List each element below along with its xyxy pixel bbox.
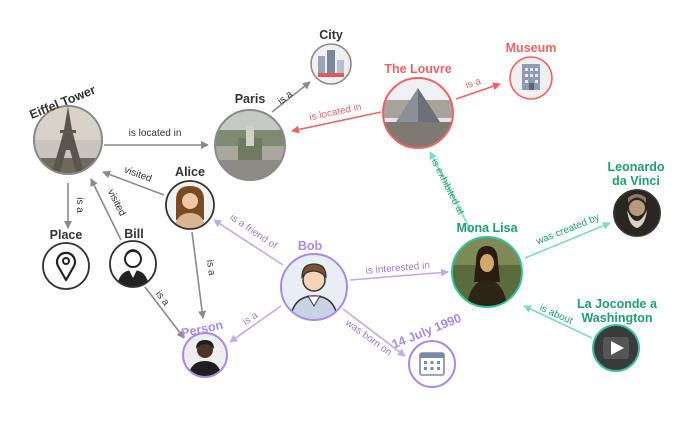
node-label-bill: Bill <box>124 227 143 241</box>
edge-label-mona-leonardo: was created by <box>534 212 601 248</box>
node-label-bob: Bob <box>298 239 323 253</box>
edge-bob-alice: is a friend of <box>213 212 284 266</box>
edge-label-eiffel-place: is a <box>74 197 85 213</box>
node-paris[interactable]: Paris <box>212 92 292 190</box>
node-city[interactable]: City <box>310 28 352 85</box>
node-label-joconde-line1: La Joconde a <box>577 297 658 311</box>
man-avatar <box>110 241 156 287</box>
node-leonardo[interactable]: Leonardo da Vinci <box>608 160 665 237</box>
edge-eiffel-place: is a <box>64 183 85 229</box>
edge-label-louvre-paris: is located in <box>309 102 363 124</box>
node-louvre[interactable]: The Louvre <box>380 62 460 156</box>
edge-label-alice-person: is a <box>204 259 217 276</box>
museum-building-icon <box>522 64 540 90</box>
edge-label-joconde-mona: is about <box>538 303 575 327</box>
edge-paris-city: is a <box>271 81 311 113</box>
node-label-joconde-line2: Washington <box>581 311 652 325</box>
edge-bob-person: is a <box>229 305 282 343</box>
leonardo-portrait <box>614 190 660 236</box>
edge-label-bill-person: is a <box>153 289 171 308</box>
edge-mona-leonardo: was created by <box>524 212 611 259</box>
edge-label-eiffel-paris: is located in <box>129 128 182 139</box>
node-label-museum: Museum <box>506 41 557 55</box>
node-label-leonardo-line1: Leonardo <box>608 160 665 174</box>
woman-avatar <box>166 181 214 229</box>
node-alice[interactable]: Alice <box>165 165 215 230</box>
louvre-pyramid-photo <box>383 78 453 148</box>
edge-bob-mona: is interested in <box>349 260 449 281</box>
video-play-icon <box>603 337 629 359</box>
edge-louvre-paris: is located in <box>291 102 382 134</box>
node-place[interactable]: Place <box>42 228 90 290</box>
eiffel-tower-photo <box>34 106 102 174</box>
edge-label-louvre-museum: is a <box>464 76 483 91</box>
city-buildings-icon <box>318 50 344 77</box>
edge-label-mona-louvre: is exhibited at <box>428 157 466 217</box>
paris-aerial-photo <box>215 110 285 180</box>
node-label-louvre: The Louvre <box>384 62 451 76</box>
node-label-place: Place <box>50 228 83 242</box>
node-museum[interactable]: Museum <box>506 41 557 100</box>
calendar-icon <box>419 352 445 376</box>
node-bill[interactable]: Bill <box>109 227 157 288</box>
node-person[interactable]: Person <box>180 318 228 378</box>
man-avatar <box>281 254 347 320</box>
node-label-city: City <box>319 28 343 42</box>
node-label-alice: Alice <box>175 165 205 179</box>
mona-lisa-painting <box>452 237 522 307</box>
edge-louvre-museum: is a <box>455 76 501 100</box>
node-joconde[interactable]: La Joconde a Washington <box>577 297 658 372</box>
node-date[interactable]: 14 July 1990 <box>390 311 464 388</box>
map-pin-icon <box>55 251 77 282</box>
edge-bill-person: is a <box>144 286 185 339</box>
node-label-paris: Paris <box>235 92 266 106</box>
edge-alice-person: is a <box>191 231 217 319</box>
person-avatar <box>183 333 227 377</box>
node-mona-lisa[interactable]: Mona Lisa <box>450 221 526 311</box>
node-label-mona-lisa: Mona Lisa <box>456 221 518 235</box>
node-label-leonardo-line2: da Vinci <box>612 174 660 188</box>
node-bob[interactable]: Bob <box>280 239 348 322</box>
edge-bill-eiffel: visited <box>90 178 128 241</box>
edge-eiffel-paris: is located in <box>104 128 209 149</box>
edge-label-bob-person: is a <box>241 310 260 328</box>
edge-label-bob-date: was born on <box>342 317 393 359</box>
edge-label-paris-city: is a <box>276 89 295 108</box>
node-eiffel-tower[interactable]: Eiffel Tower <box>27 83 110 180</box>
